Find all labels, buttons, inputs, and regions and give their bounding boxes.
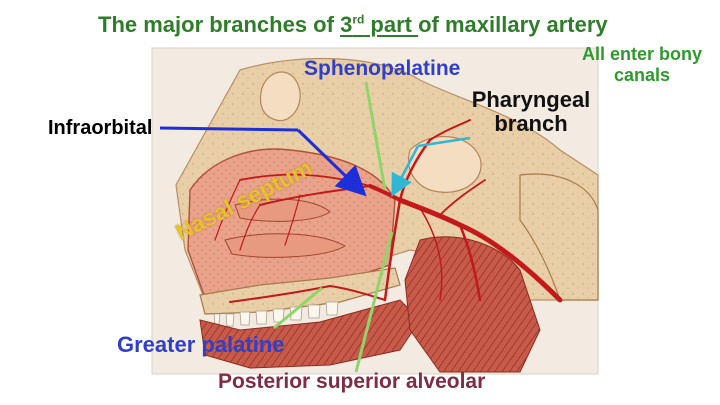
- note-line-2: canals: [613, 64, 671, 85]
- title-ordinal: 3: [340, 12, 353, 37]
- title-prefix: The major branches of: [98, 12, 341, 37]
- label-posterior-superior-alveolar: Posterior superior alveolar: [218, 370, 486, 393]
- infraorbital-arrow: [296, 128, 367, 197]
- label-infraorbital: Infraorbital: [48, 117, 153, 139]
- title-part: part: [364, 12, 419, 37]
- pharyngeal-pointer-a: [417, 136, 471, 148]
- title-suffix: of maxillary artery: [418, 12, 608, 37]
- label-pharyngeal-branch: Pharyngeal branch: [466, 88, 596, 136]
- title-part-underlined: 3rd part: [340, 12, 418, 37]
- greater-palatine-pointer: [273, 286, 323, 330]
- posterior-bone: [519, 173, 599, 301]
- infraorbital-pointer: [159, 126, 299, 132]
- pharyngeal-pointer-b: [391, 145, 420, 197]
- middle-turbinate: [234, 198, 331, 222]
- slide-title: The major branches of 3rd part of maxill…: [98, 14, 608, 36]
- canals-note: All enter bony canals: [562, 44, 720, 85]
- post-sup-alveolar-pointer: [354, 231, 394, 373]
- upper-teeth: [213, 301, 339, 327]
- pterygoid-muscles: [404, 236, 541, 373]
- pharyngeal-line-2: branch: [494, 110, 568, 136]
- label-greater-palatine: Greater palatine: [117, 332, 285, 357]
- title-ordinal-suffix: rd: [352, 12, 365, 27]
- pharyngeal-line-1: Pharyngeal: [471, 87, 591, 112]
- frontal-sinus: [259, 71, 301, 122]
- sphenoid-sinus: [408, 136, 482, 193]
- label-sphenopalatine: Sphenopalatine: [304, 57, 461, 80]
- note-line-1: All enter bony: [581, 44, 702, 64]
- oral-muscles: [199, 299, 421, 369]
- sphenopalatine-pointer: [364, 81, 387, 191]
